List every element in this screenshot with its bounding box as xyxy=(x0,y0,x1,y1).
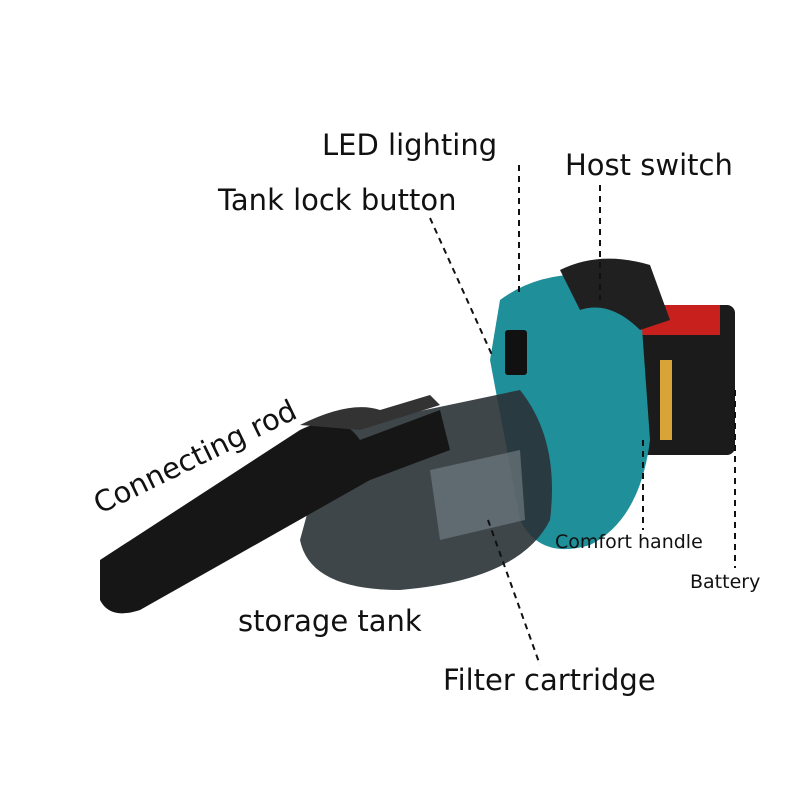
leader-lines xyxy=(429,165,736,666)
connecting-rod xyxy=(100,395,450,614)
label-tank-lock-button: Tank lock button xyxy=(218,183,457,217)
label-led-lighting: LED lighting xyxy=(322,128,498,162)
label-storage-tank: storage tank xyxy=(238,604,422,638)
label-filter-cartridge: Filter cartridge xyxy=(443,663,656,697)
label-host-switch: Host switch xyxy=(565,148,733,182)
label-comfort-handle: Comfort handle xyxy=(555,531,703,553)
leader-tank-lock xyxy=(429,217,493,356)
leader-filter xyxy=(487,519,541,666)
label-battery: Battery xyxy=(690,571,761,593)
